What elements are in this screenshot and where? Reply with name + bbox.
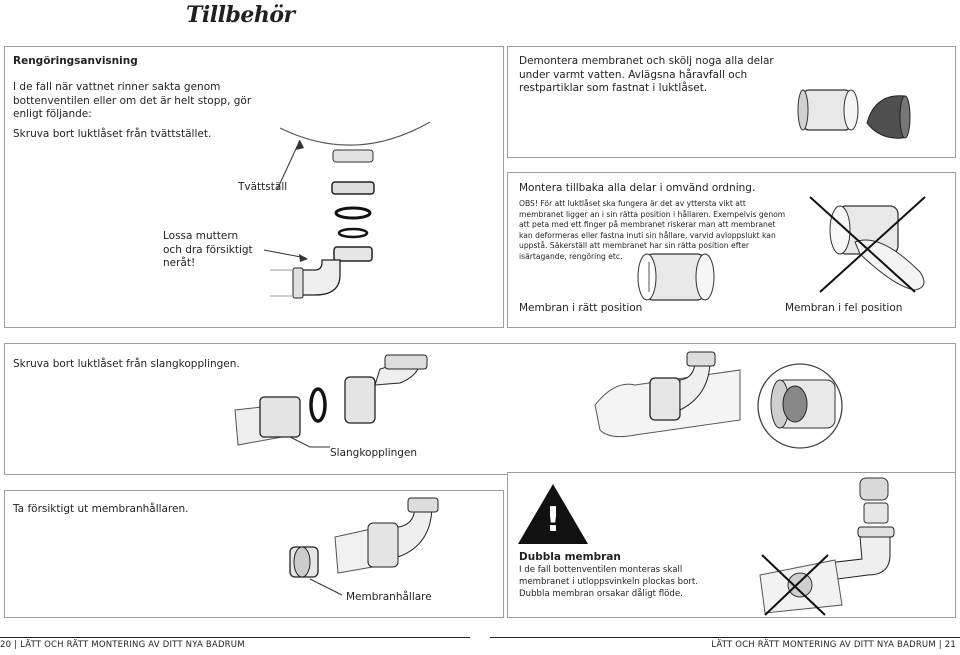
warning-exclamation: !: [545, 500, 561, 540]
illustration-membrane-wrong: [809, 196, 926, 293]
label-correct-position: Membran i rätt position: [519, 302, 643, 314]
label-sink: Tvättställ: [238, 181, 288, 193]
panel-cleaning-instructions: [4, 46, 504, 328]
panel1-intro: I de fall när vattnet rinner sakta genom…: [13, 81, 252, 120]
page-number-left: 20: [0, 640, 12, 650]
footer-separator-right: |: [938, 640, 942, 650]
panel5-step: Ta försiktigt ut membranhållaren.: [13, 503, 189, 515]
footer-right: LÄTT OCH RÄTT MONTERING AV DITT NYA BADR…: [711, 640, 956, 650]
warning-text: I de fall bottenventilen monteras skall …: [519, 565, 699, 599]
label-loosen-nut: Lossa muttern och dra försiktigt neråt!: [163, 230, 253, 269]
illustration-membrane-correct: [637, 253, 715, 301]
illustration-pipe-section: [757, 363, 843, 449]
footer-left-text: LÄTT OCH RÄTT MONTERING AV DITT NYA BADR…: [20, 640, 245, 650]
panel1-heading: Rengöringsanvisning: [13, 55, 138, 67]
warning-heading: Dubbla membran: [519, 551, 621, 563]
panel3-heading: Montera tillbaka alla delar i omvänd ord…: [519, 182, 756, 194]
membrane-shape: [866, 95, 906, 139]
label-hose-coupling: Slangkopplingen: [330, 447, 418, 459]
illustration-membrane-parts: [797, 89, 911, 139]
sink-basin-shape: [279, 121, 431, 146]
panel1-step: Skruva bort luktlåset från tvättstället.: [13, 128, 212, 140]
page-title: Tillbehör: [186, 2, 295, 28]
panel4-step: Skruva bort luktlåset från slangkoppling…: [13, 358, 240, 370]
footer-right-text: LÄTT OCH RÄTT MONTERING AV DITT NYA BADR…: [711, 640, 936, 650]
illustration-trap-elbow: [594, 351, 741, 438]
footer-left: 20 | LÄTT OCH RÄTT MONTERING AV DITT NYA…: [0, 640, 245, 650]
illustration-sink-trap: [263, 121, 431, 299]
panel2-text: Demontera membranet och skölj noga alla …: [519, 55, 774, 94]
page-number-right: 21: [944, 640, 956, 650]
warning-triangle-icon: [518, 484, 588, 544]
illustration-double-membrane: [759, 477, 895, 616]
footer-separator-left: |: [14, 640, 18, 650]
illustration-membrane-holder: [289, 497, 439, 596]
footer-line-right: [490, 637, 960, 638]
label-wrong-position: Membran i fel position: [785, 302, 903, 314]
footer-line-left: [0, 637, 470, 638]
label-membrane-holder: Membranhållare: [346, 591, 432, 603]
illustration-hose-coupling: [234, 354, 428, 448]
panel3-note: OBS! För att luktlåset ska fungera är de…: [519, 199, 786, 261]
